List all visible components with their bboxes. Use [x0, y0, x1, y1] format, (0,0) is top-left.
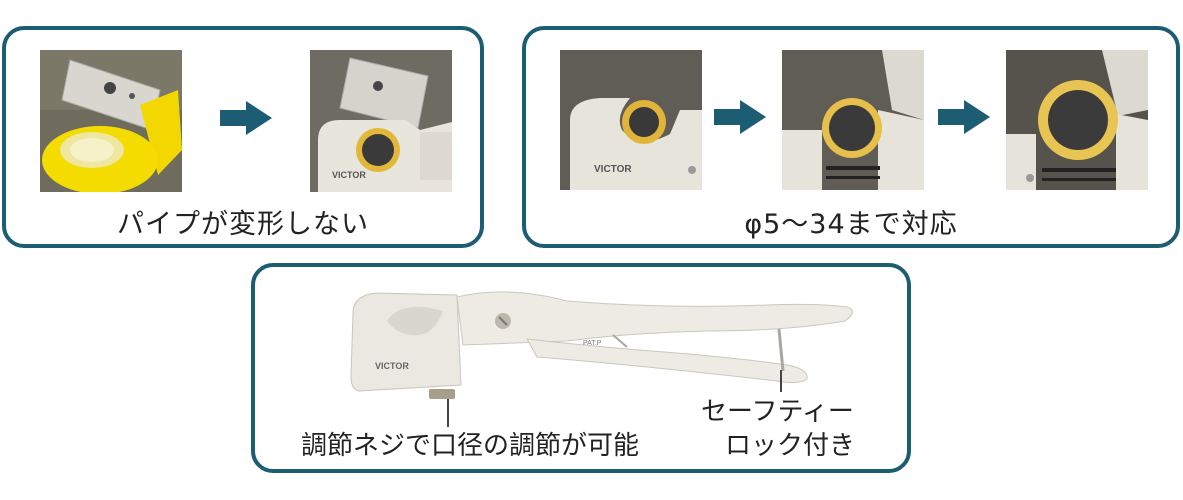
panel-tool-features: VICTOR PAT.P 調節ネジで口径の調節が可能 セーフティー ロック付き: [251, 263, 911, 473]
photo-pipe-cutter-tool: VICTOR PAT.P: [347, 281, 867, 401]
arrow-right-icon: [714, 100, 766, 134]
caption-size-range: φ5～34まで対応: [744, 209, 958, 240]
photo-pipe-cut-clean: VICTOR: [310, 50, 452, 192]
leader-safety-lock: [780, 370, 782, 392]
photo-pipe-in-cutter: [40, 50, 182, 192]
tool-marking-text: PAT.P: [583, 340, 602, 347]
panel-no-deform: VICTOR パイプが変形しない: [2, 26, 484, 248]
label-safety-lock-line2: ロック付き: [725, 431, 856, 461]
arrow-right-icon: [938, 100, 990, 134]
brand-text: VICTOR: [594, 164, 632, 175]
label-adjust-screw: 調節ネジで口径の調節が可能: [301, 431, 640, 461]
caption-no-deform: パイプが変形しない: [117, 209, 369, 240]
leader-adjust-screw: [447, 399, 449, 427]
photo-medium-pipe: [782, 50, 924, 190]
panel-size-range: VICTOR: [522, 26, 1180, 248]
photo-large-pipe: [1006, 50, 1148, 190]
brand-text: VICTOR: [332, 170, 366, 180]
arrow-right-icon: [220, 101, 272, 135]
label-safety-lock-line1: セーフティー: [701, 397, 854, 427]
photo-small-pipe: VICTOR: [560, 50, 702, 190]
brand-text: VICTOR: [375, 361, 409, 371]
